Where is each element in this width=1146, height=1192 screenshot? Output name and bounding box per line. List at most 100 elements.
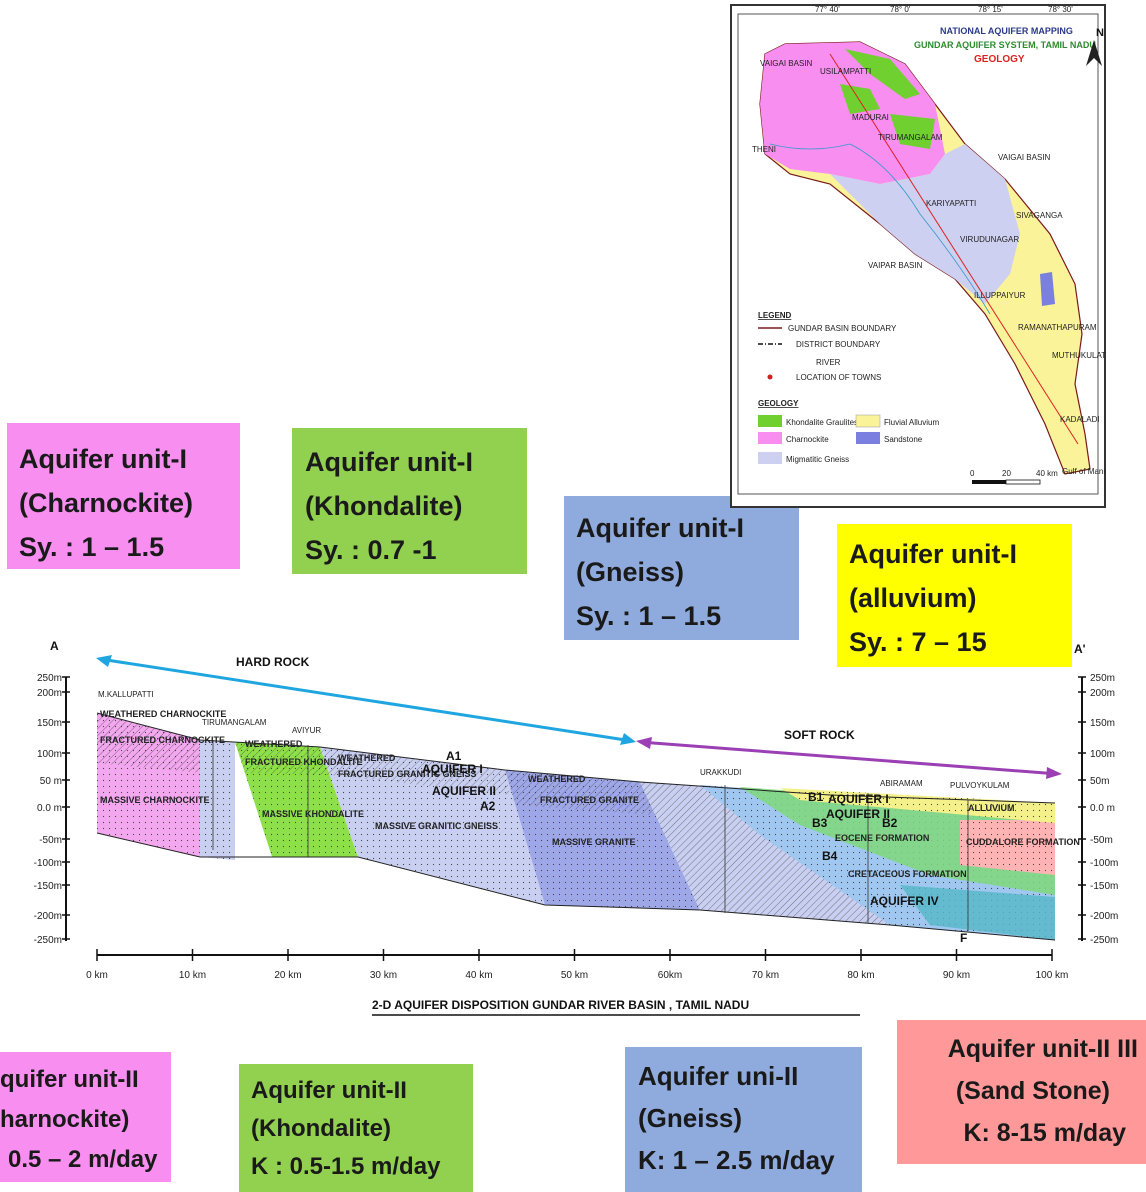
- box-line: harnockite): [0, 1106, 130, 1133]
- town-label: USILAMPATTI: [820, 67, 871, 76]
- geology-map: 77° 40' 78° 0' 78° 15' 78° 30' NATIONAL …: [730, 4, 1106, 508]
- layer-label: WEATHERED: [245, 739, 303, 749]
- y-tick-label: 0.0 m: [1090, 803, 1115, 814]
- box-line: K : 0.5-1.5 m/day: [251, 1153, 441, 1180]
- layer-label: AQUIFER II: [826, 807, 890, 821]
- geology-legend-title: GEOLOGY: [758, 399, 799, 408]
- box-line: 0.5 – 2 m/day: [8, 1146, 158, 1173]
- box-line: Sy. : 1 – 1.5: [576, 601, 722, 631]
- box-gneiss-unit-1: Aquifer unit-I (Gneiss) Sy. : 1 – 1.5: [564, 496, 799, 640]
- town-label: RAMANATHAPURAM: [1018, 323, 1097, 332]
- section-title: 2-D AQUIFER DISPOSITION GUNDAR RIVER BAS…: [372, 998, 749, 1012]
- y-tick-label: -250m: [34, 935, 62, 946]
- river-line: [769, 143, 991, 315]
- x-tick-label: 90 km: [943, 970, 970, 981]
- x-tick-label: 0 km: [86, 970, 108, 981]
- aquifer-iv-zone: [900, 885, 1055, 940]
- town-label: MUTHUKULATHUR: [1052, 351, 1106, 360]
- legend-item: Fluvial Alluvium: [884, 418, 939, 427]
- arrowhead-icon: [1046, 767, 1062, 779]
- y-tick-label: -150m: [34, 881, 62, 892]
- box-line: Aquifer unit-I: [305, 447, 473, 477]
- khondalite-area: [890, 114, 935, 149]
- box-line: (Khondalite): [251, 1115, 391, 1142]
- khondalite-fracture: [235, 742, 330, 775]
- legend-swatch: [758, 432, 782, 444]
- place-label: TIRUMANGALAM: [202, 718, 267, 727]
- y-tick-label: -250m: [1090, 935, 1118, 946]
- soft-rock-arrow: [639, 740, 1059, 776]
- layer-label: WEATHERED CHARNOCKITE: [100, 709, 226, 719]
- y-tick-label: -200m: [1090, 911, 1118, 922]
- scale-bar: [1005, 479, 1041, 485]
- scale-label: 40 km: [1036, 469, 1058, 478]
- sandstone-area: [1040, 272, 1055, 306]
- x-tick-label: 20 km: [274, 970, 301, 981]
- legend-swatch: [758, 415, 782, 427]
- lon-tick: 78° 15': [978, 5, 1003, 14]
- layer-label: WEATHERED: [528, 774, 586, 784]
- box-gneiss-unit-2: Aquifer uni-II (Gneiss) K: 1 – 2.5 m/day: [625, 1047, 862, 1192]
- town-label: ILLUPPAIYUR: [974, 291, 1026, 300]
- north-label: N: [1096, 27, 1104, 39]
- gneiss-dots: [200, 740, 235, 860]
- map-geology-title: GEOLOGY: [974, 54, 1025, 65]
- box-line: Sy. : 0.7 -1: [305, 535, 437, 565]
- layer-label: MASSIVE CHARNOCKITE: [100, 795, 210, 805]
- x-tick-label: 70 km: [752, 970, 779, 981]
- legend-item: DISTRICT BOUNDARY: [796, 340, 881, 349]
- x-tick-label: 60km: [658, 970, 682, 981]
- box-line: K: 1 – 2.5 m/day: [638, 1145, 835, 1175]
- map-subtitle: GUNDAR AQUIFER SYSTEM, TAMIL NADU: [914, 40, 1096, 50]
- arrowhead-icon: [620, 733, 636, 745]
- north-arrow-icon: [1086, 40, 1102, 66]
- legend-item: Charnockite: [786, 435, 829, 444]
- town-label: SIVAGANGA: [1016, 211, 1063, 220]
- hard-rock-arrow: [99, 657, 633, 743]
- layer-label: MASSIVE GRANITE: [552, 837, 636, 847]
- ground-profile: [96, 712, 1056, 804]
- granite-fracture: [505, 770, 655, 815]
- alluvium-dots: [780, 788, 1055, 823]
- y-tick-label: 150m: [1090, 718, 1115, 729]
- scale-label: 20: [1002, 469, 1011, 478]
- town-label: MADURAI: [852, 113, 889, 122]
- box-line: Aquifer unit-I: [849, 539, 1017, 569]
- legend-swatch: [758, 452, 782, 464]
- layer-label: FRACTURED GRANITE: [540, 795, 639, 805]
- town-label: Gulf of Mannar: [1062, 467, 1106, 476]
- legend-item: Sandstone: [884, 435, 923, 444]
- box-line: (Charnockite): [19, 488, 194, 518]
- box-charnockite-unit-1: Aquifer unit-I (Charnockite) Sy. : 1 – 1…: [7, 423, 240, 569]
- gneiss-fracture: [320, 747, 510, 795]
- layer-label: B1: [808, 790, 824, 804]
- town-label: THENI: [752, 145, 776, 154]
- box-khondalite-unit-2: Aquifer unit-II (Khondalite) K : 0.5-1.5…: [239, 1064, 473, 1192]
- lon-tick: 77° 40': [815, 5, 840, 14]
- layer-label: AQUIFER I: [828, 792, 889, 806]
- y-tick-label: -150m: [1090, 881, 1118, 892]
- layer-label: FRACTURED KHONDALITE: [245, 757, 363, 767]
- section-line: [829, 53, 1079, 445]
- layer-label: CRETACEOUS FORMATION: [848, 869, 967, 879]
- aquifer-cross-section: A A' HARD ROCK SOFT ROCK 250m200m150m100…: [34, 639, 1118, 1016]
- legend-item: Migmatitic Gneiss: [786, 455, 849, 464]
- arrowhead-icon: [96, 655, 112, 667]
- y-tick-label: -50m: [1090, 835, 1113, 846]
- box-line: Aquifer unit-II III: [947, 1035, 1138, 1063]
- y-tick-label: 50m: [1090, 776, 1109, 787]
- basin-label: VAIGAI BASIN: [998, 153, 1051, 162]
- point-f: F: [960, 931, 967, 945]
- legend-item: GUNDAR BASIN BOUNDARY: [788, 324, 897, 333]
- map-title: NATIONAL AQUIFER MAPPING: [940, 26, 1073, 36]
- y-tick-label: 150m: [37, 718, 62, 729]
- y-tick-label: 250m: [37, 673, 62, 684]
- x-tick-label: 100 km: [1036, 970, 1069, 981]
- y-tick-label: 200m: [37, 688, 62, 699]
- legend-item: Khondalite Graulites: [786, 418, 858, 427]
- section-end-a: A: [50, 639, 59, 653]
- borehole-lines: [212, 740, 969, 931]
- town-label: VIRUDUNAGAR: [960, 235, 1019, 244]
- y-tick-label: 100m: [1090, 749, 1115, 760]
